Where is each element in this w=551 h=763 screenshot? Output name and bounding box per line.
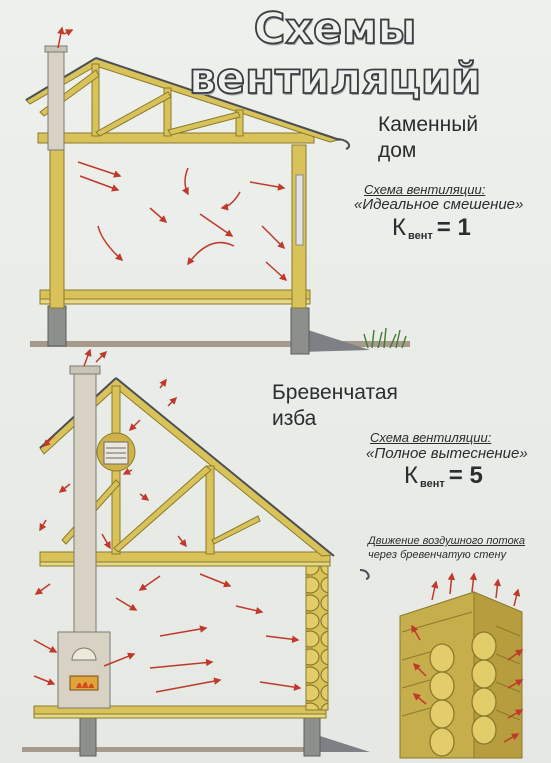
ground-slope (300, 330, 370, 352)
floor-board (39, 298, 311, 305)
k-subscript: вент (407, 230, 433, 242)
stone-house-scheme-type: «Идеальное смешение» (354, 196, 524, 213)
log-wall (305, 561, 329, 711)
wall-airflow-arrows (411, 572, 524, 743)
ground-line-hut (22, 747, 322, 752)
chimney (47, 49, 65, 151)
k-value: = 5 (448, 462, 483, 489)
log-hut-diagram (22, 348, 370, 757)
stone-house-heading-line2: дом (378, 139, 417, 162)
stove (57, 631, 111, 709)
plinth-left (47, 305, 67, 347)
k-symbol: К (392, 214, 406, 241)
hut-gutter (359, 569, 370, 580)
ceiling-beam (37, 132, 315, 144)
hut-chimney (73, 371, 97, 635)
airflow-arrows (57, 26, 288, 282)
log-ends (429, 631, 497, 757)
plinth-right (290, 307, 310, 355)
left-wall (49, 139, 65, 309)
grass (363, 327, 407, 349)
wall-window (295, 174, 304, 246)
log-hut-scheme-label: Схема вентиляции: (370, 430, 492, 445)
airflow-note-line2: через бревенчатую стену (368, 549, 507, 561)
stone-house-heading-line1: Каменный (378, 113, 479, 136)
log-wall-corner-diagram (399, 572, 524, 759)
ground-line (30, 341, 410, 347)
plinth-left-hut (79, 715, 97, 757)
poster-title: Схемы вентиляций (188, 3, 482, 105)
stone-house-scheme-label: Схема вентиляции: (364, 182, 486, 197)
k-symbol: К (404, 462, 418, 489)
log-hut-heading-line2: изба (272, 407, 317, 430)
hut-airflow-arrows (33, 348, 302, 693)
k-value: = 1 (436, 214, 471, 241)
k-subscript: вент (419, 478, 445, 490)
log-hut-scheme-type: «Полное вытеснение» (366, 445, 528, 462)
log-hut-heading-line1: Бревенчатая (272, 381, 398, 404)
stone-house-diagram (25, 26, 410, 355)
stove-oven-arch (71, 647, 97, 661)
gutter (335, 138, 351, 150)
plinth-right-hut (303, 715, 321, 757)
airflow-note-line1: Движение воздушного потока (368, 535, 525, 547)
floor-beam (39, 289, 311, 300)
